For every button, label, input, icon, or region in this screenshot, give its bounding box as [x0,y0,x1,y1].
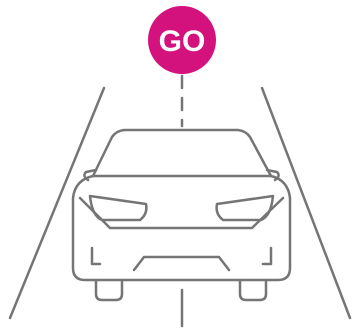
wheel-right [240,280,266,300]
go-badge-label: GO [159,25,206,58]
car-front-icon [73,130,290,300]
road-edge-right [262,88,350,318]
headlight-right [217,196,273,220]
lower-grille [134,257,229,270]
road-lane-icon [10,76,350,326]
car-roof [93,130,271,176]
headlight-left [90,196,146,220]
fog-lamp-right [263,248,271,264]
fog-lamp-left [92,248,100,264]
hood-line [80,198,283,228]
wheel-left [96,280,122,300]
go-badge: GO [148,6,216,74]
